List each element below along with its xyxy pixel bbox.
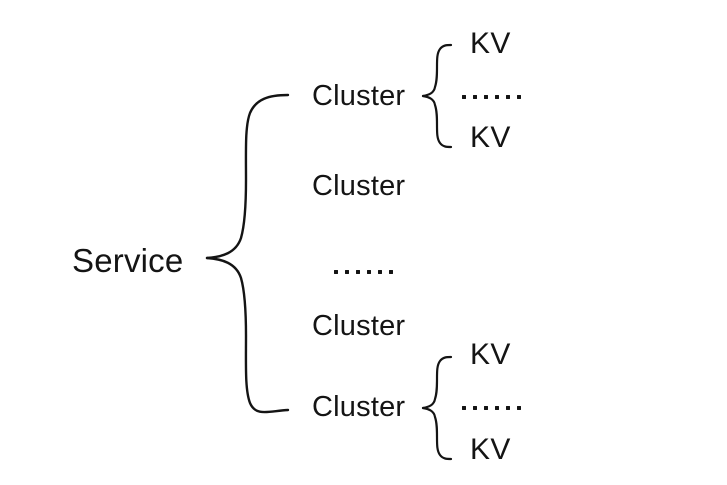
ellipsis-dot [517,95,521,99]
node-service[interactable]: Service [72,242,184,279]
ellipsis-dot [517,406,521,410]
node-kv-1-first[interactable]: KV [470,27,511,60]
ellipsis-kv-group-4 [462,406,521,410]
ellipsis-dot [484,406,488,410]
ellipsis-dot [506,95,510,99]
ellipsis-dot [462,406,466,410]
service-brace-upper-arm [205,93,290,260]
ellipsis-dot [367,270,371,274]
ellipsis-dot [506,406,510,410]
node-cluster-3[interactable]: Cluster [312,310,406,342]
ellipsis-dot [378,270,382,274]
node-cluster-2[interactable]: Cluster [312,170,406,202]
ellipsis-dot [495,95,499,99]
cluster-1-brace-lower-arm [421,94,453,149]
ellipsis-dot [356,270,360,274]
ellipsis-dot [389,270,393,274]
ellipsis-dot [334,270,338,274]
ellipsis-dot [473,95,477,99]
cluster-4-brace-lower-arm [421,406,453,461]
ellipsis-dot [495,406,499,410]
ellipsis-kv-group-1 [462,95,521,99]
cluster-1-brace-upper-arm [421,43,453,98]
ellipsis-dot [473,406,477,410]
ellipsis-dot [345,270,349,274]
node-kv-4-last[interactable]: KV [470,433,511,466]
node-kv-4-first[interactable]: KV [470,338,511,371]
node-cluster-1[interactable]: Cluster [312,80,406,112]
node-cluster-4[interactable]: Cluster [312,391,406,423]
ellipsis-cluster-separator [334,270,393,274]
ellipsis-dot [462,95,466,99]
cluster-4-brace-upper-arm [421,355,453,410]
ellipsis-dot [484,95,488,99]
service-brace-lower-arm [205,256,290,414]
node-kv-1-last[interactable]: KV [470,121,511,154]
